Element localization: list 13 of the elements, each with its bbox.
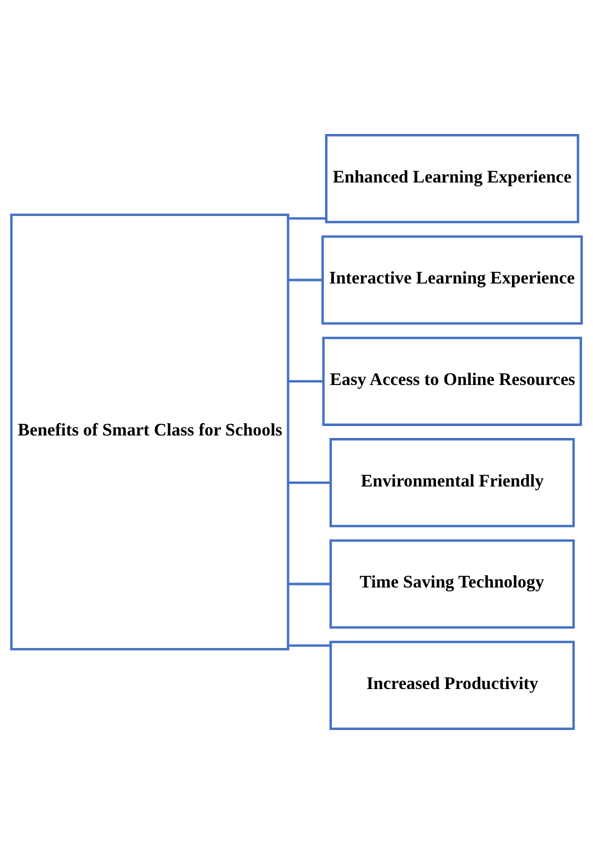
node-box: Environmental Friendly <box>329 438 575 527</box>
node-box: Increased Productivity <box>329 640 575 730</box>
node-box: Easy Access to Online Resources <box>322 336 582 426</box>
connector <box>288 216 326 220</box>
connector <box>288 380 324 382</box>
node-box: Interactive Learning Experience <box>321 234 583 324</box>
connector <box>288 480 330 484</box>
connector <box>288 582 330 585</box>
node-box: Time Saving Technology <box>329 538 575 628</box>
node-box: Enhanced Learning Experience <box>325 134 580 223</box>
node-box: Benefits of Smart Class for Schools <box>10 213 290 650</box>
connector <box>288 278 322 281</box>
connector <box>288 644 330 646</box>
